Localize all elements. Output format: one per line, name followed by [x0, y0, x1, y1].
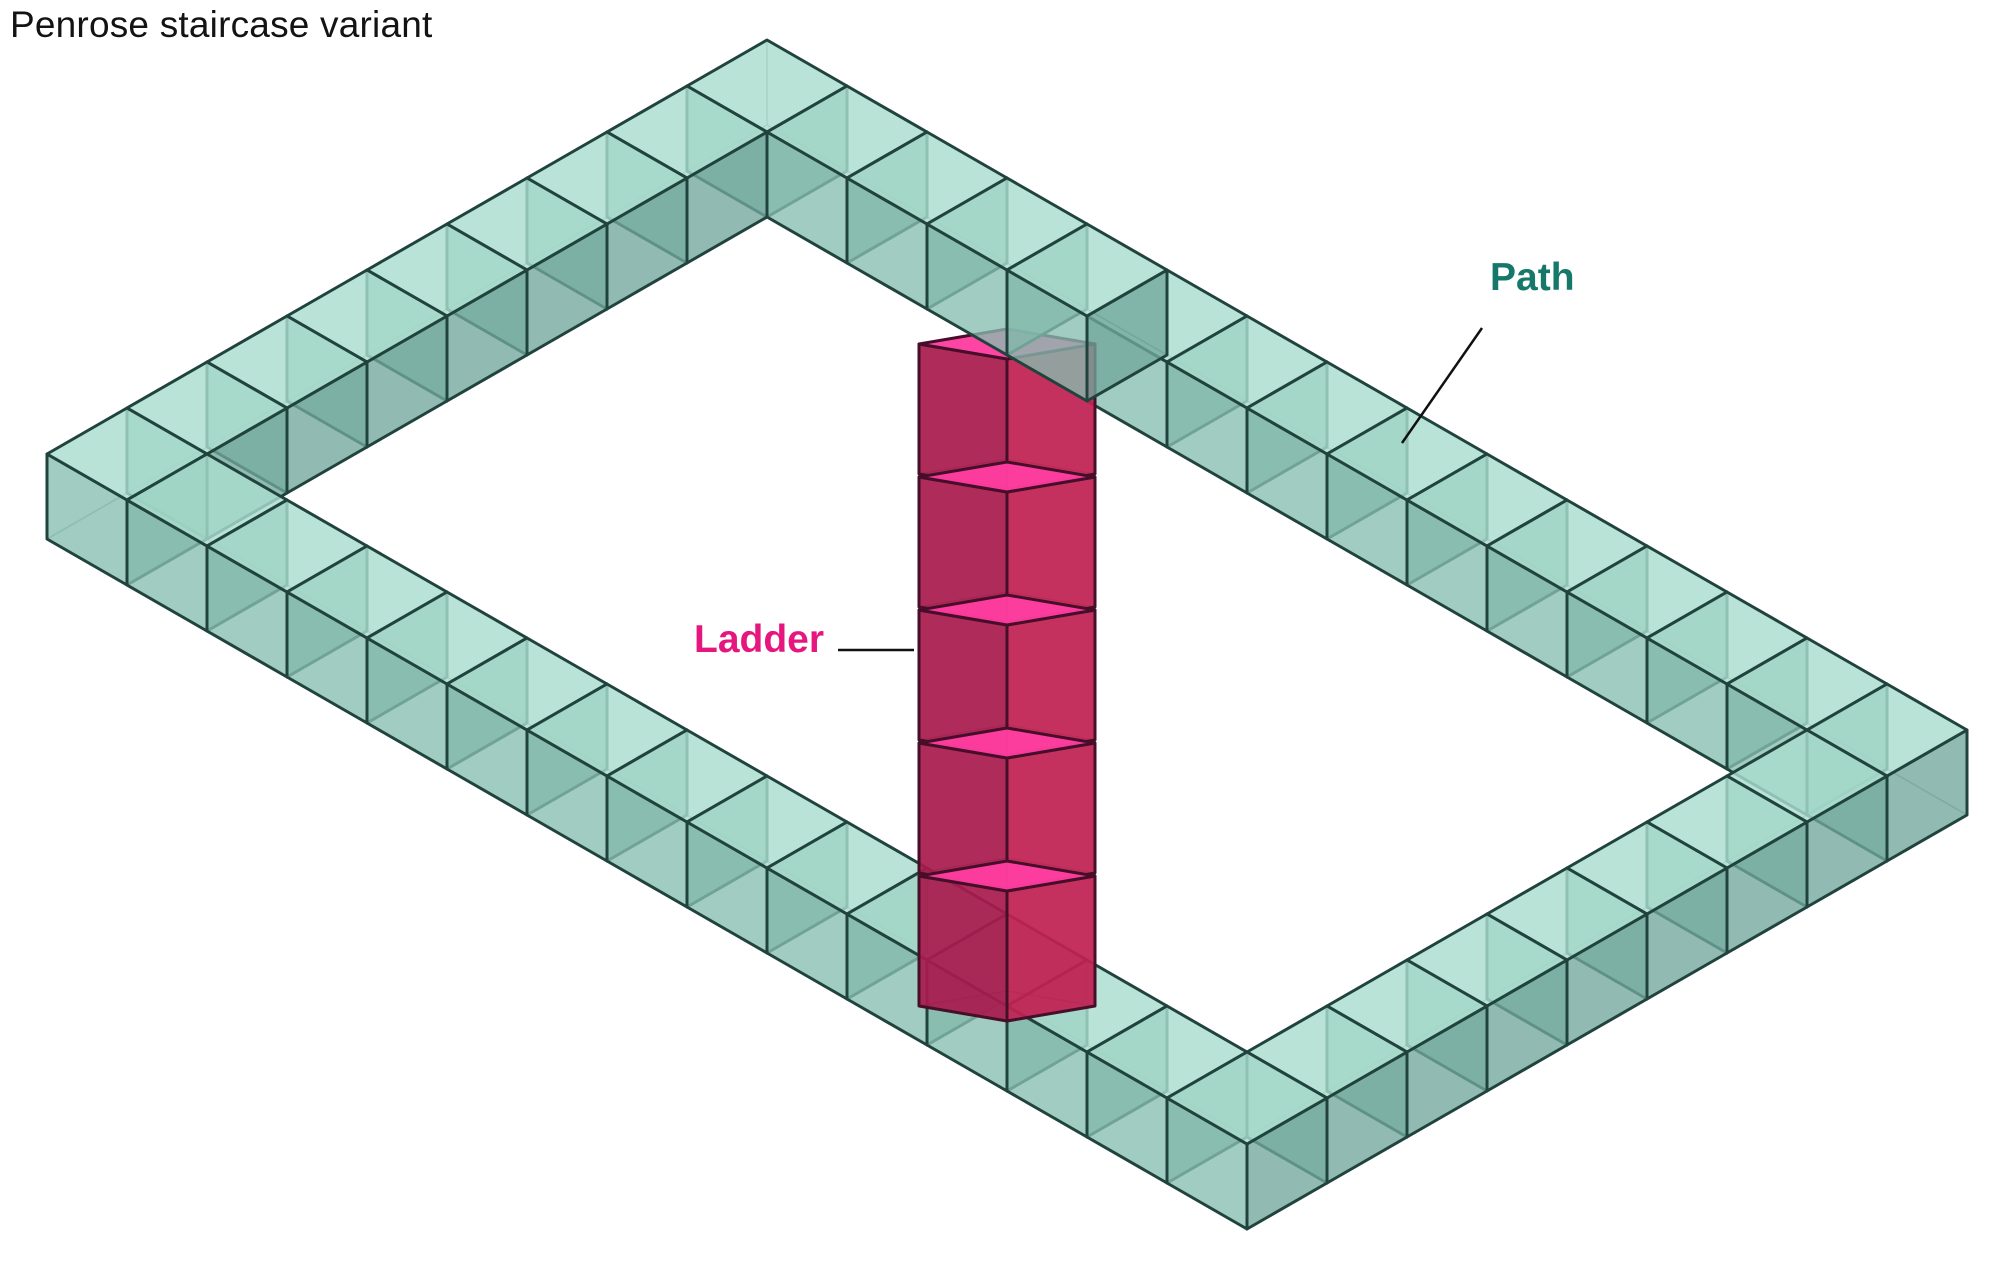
path-cube: [1005, 222, 1169, 403]
page-title: Penrose staircase variant: [10, 4, 433, 45]
path-cube: [1165, 1050, 1329, 1231]
path-callout-line: [1400, 327, 1484, 444]
ladder-cube: [917, 726, 1097, 890]
path-label: Path: [1490, 256, 1575, 299]
ladder-cube: [917, 859, 1097, 1023]
ladder-cube: [917, 593, 1097, 757]
ladder-label: Ladder: [694, 618, 825, 661]
